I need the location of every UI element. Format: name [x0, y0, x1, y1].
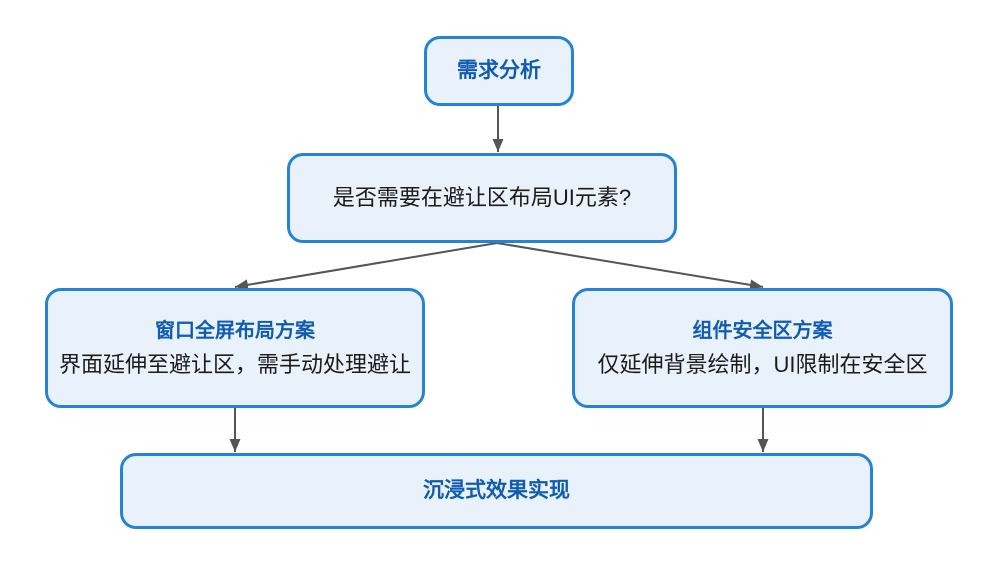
node-immersive-result: 沉浸式效果实现: [120, 453, 873, 529]
node-fullscreen-layout-plan: 窗口全屏布局方案 界面延伸至避让区，需手动处理避让: [45, 288, 425, 408]
node-decision-avoid-area: 是否需要在避让区布局UI元素?: [287, 153, 677, 243]
node-decision-avoid-area-label: 是否需要在避让区布局UI元素?: [332, 185, 632, 210]
node-safe-area-plan: 组件安全区方案 仅延伸背景绘制，UI限制在安全区: [572, 288, 953, 408]
edge-decision-to-fullscreen: [234, 242, 498, 291]
node-requirement-analysis: 需求分析: [424, 36, 574, 106]
node-fullscreen-layout-plan-title: 窗口全屏布局方案: [155, 319, 315, 342]
node-safe-area-plan-title: 组件安全区方案: [692, 319, 833, 342]
edge-decision-to-safearea: [496, 242, 764, 291]
node-requirement-analysis-label: 需求分析: [457, 59, 541, 82]
node-safe-area-plan-desc: 仅延伸背景绘制，UI限制在安全区: [597, 351, 928, 377]
node-fullscreen-layout-plan-desc: 界面延伸至避让区，需手动处理避让: [58, 351, 411, 377]
node-immersive-result-label: 沉浸式效果实现: [423, 479, 570, 502]
